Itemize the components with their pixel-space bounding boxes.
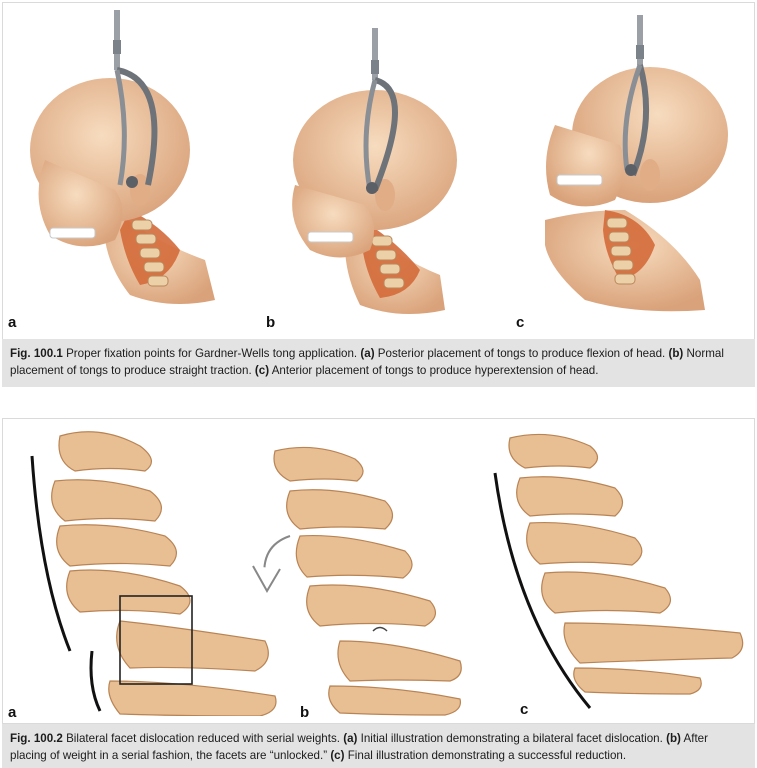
caption-text-c: Anterior placement of tongs to produce h… [271, 364, 599, 377]
panel-label-a: a [8, 314, 17, 331]
figure-100-1: a b [2, 2, 755, 387]
figure-caption: Fig. 100.2 Bilateral facet dislocation r… [2, 724, 755, 768]
panel-label-b: b [300, 704, 310, 721]
figure-number: Fig. 100.2 [10, 732, 63, 745]
head-flexion-drawing [30, 10, 215, 304]
panel-label-b: b [266, 314, 276, 331]
spine-illustration-c: c [490, 428, 750, 718]
caption-text-b: Normal placement of tongs to produce str… [10, 347, 724, 377]
caption-text-b: After placing of weight in a serial fash… [10, 732, 708, 762]
panel-label-a: a [8, 704, 17, 721]
caption-intro: Proper fixation points for Gardner-Wells… [66, 347, 358, 360]
panel-label-c: c [520, 701, 529, 718]
caption-tag-b: (b) [666, 732, 681, 745]
head-extension-drawing [545, 15, 728, 312]
caption-tag-b: (b) [668, 347, 684, 360]
spine-illustration-b: b [245, 441, 465, 721]
panel-label-c: c [516, 314, 525, 331]
caption-tag-a: (a) [360, 347, 375, 360]
caption-intro: Bilateral facet dislocation reduced with… [66, 732, 340, 745]
head-illustration-b: b [266, 10, 480, 331]
caption-text-c: Final illustration demonstrating a succe… [347, 749, 627, 762]
figure-number: Fig. 100.1 [10, 347, 63, 360]
figure-frame [2, 418, 755, 724]
caption-text-a: Posterior placement of tongs to produce … [377, 347, 666, 360]
caption-tag-a: (a) [343, 732, 358, 745]
head-illustration-a: a [8, 10, 235, 331]
figure-100-2: a b [0, 416, 757, 768]
figure-caption: Fig. 100.1 Proper fixation points for Ga… [2, 339, 755, 387]
caption-tag-c: (c) [330, 749, 345, 762]
spine-unlocked-drawing [252, 446, 462, 716]
spine-reduced-drawing [493, 433, 744, 709]
spine-illustration-a: a [8, 426, 285, 721]
head-illustration-c: c [516, 10, 740, 331]
head-neutral-drawing [292, 28, 457, 314]
spine-dislocation-drawing [30, 431, 277, 716]
caption-tag-c: (c) [254, 364, 270, 377]
caption-text-a: Initial illustration demonstrating a bil… [360, 732, 663, 745]
